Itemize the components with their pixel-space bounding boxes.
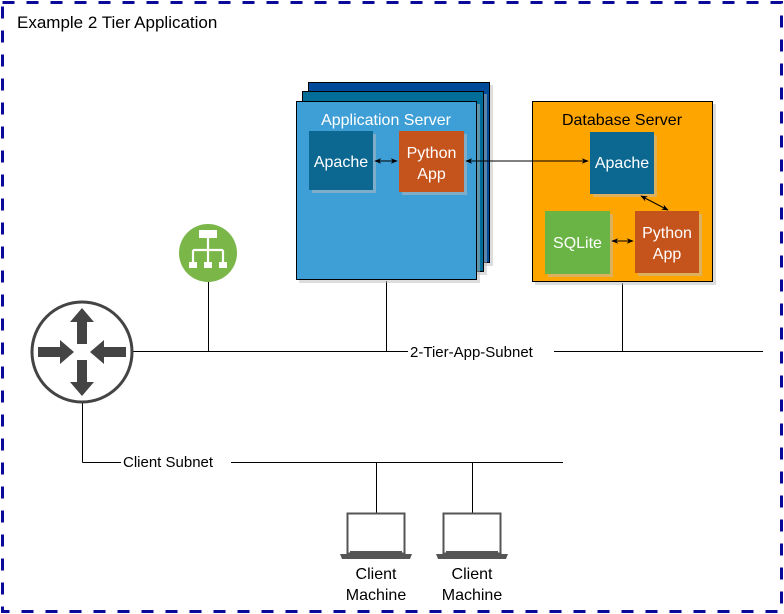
db-python-box[interactable] <box>635 211 699 273</box>
laptop-icon <box>340 512 412 559</box>
database-server[interactable]: Database Server Apache SQLite Python App <box>532 101 713 282</box>
client-1-label-1: Client <box>356 566 397 583</box>
client-2-label-1: Client <box>452 566 493 583</box>
network-lines <box>82 281 763 513</box>
client-1-label-2: Machine <box>346 587 407 604</box>
router-icon[interactable] <box>30 300 134 404</box>
db-python-label-1: Python <box>642 225 692 242</box>
client-subnet-label: Client Subnet <box>123 454 214 471</box>
app-python-label-2: App <box>417 166 446 183</box>
app-apache-label: Apache <box>314 154 368 171</box>
db-sqlite-box[interactable] <box>545 211 610 274</box>
network-hierarchy-icon[interactable] <box>179 224 237 282</box>
db-sqlite-label: SQLite <box>553 235 602 252</box>
app-python-box[interactable] <box>399 131 464 192</box>
db-server-label: Database Server <box>562 112 683 129</box>
db-python-label-2: App <box>653 246 682 263</box>
client-machine-2[interactable]: Client Machine <box>436 512 508 605</box>
app-server-label: Application Server <box>321 112 452 129</box>
client-machine-1[interactable]: Client Machine <box>340 512 412 605</box>
application-server[interactable]: Application Server Apache Python App <box>296 82 490 280</box>
connectors <box>374 158 669 244</box>
client-2-label-2: Machine <box>442 587 503 604</box>
db-apache-label: Apache <box>595 155 649 172</box>
db-apache-python-arrow <box>640 195 669 211</box>
app-python-label-1: Python <box>407 145 457 162</box>
laptop-icon <box>436 512 508 559</box>
diagram-title: Example 2 Tier Application <box>17 13 217 32</box>
app-subnet-label: 2-Tier-App-Subnet <box>410 344 534 361</box>
app-apache-box[interactable] <box>309 131 373 190</box>
db-apache-box[interactable] <box>590 132 654 194</box>
